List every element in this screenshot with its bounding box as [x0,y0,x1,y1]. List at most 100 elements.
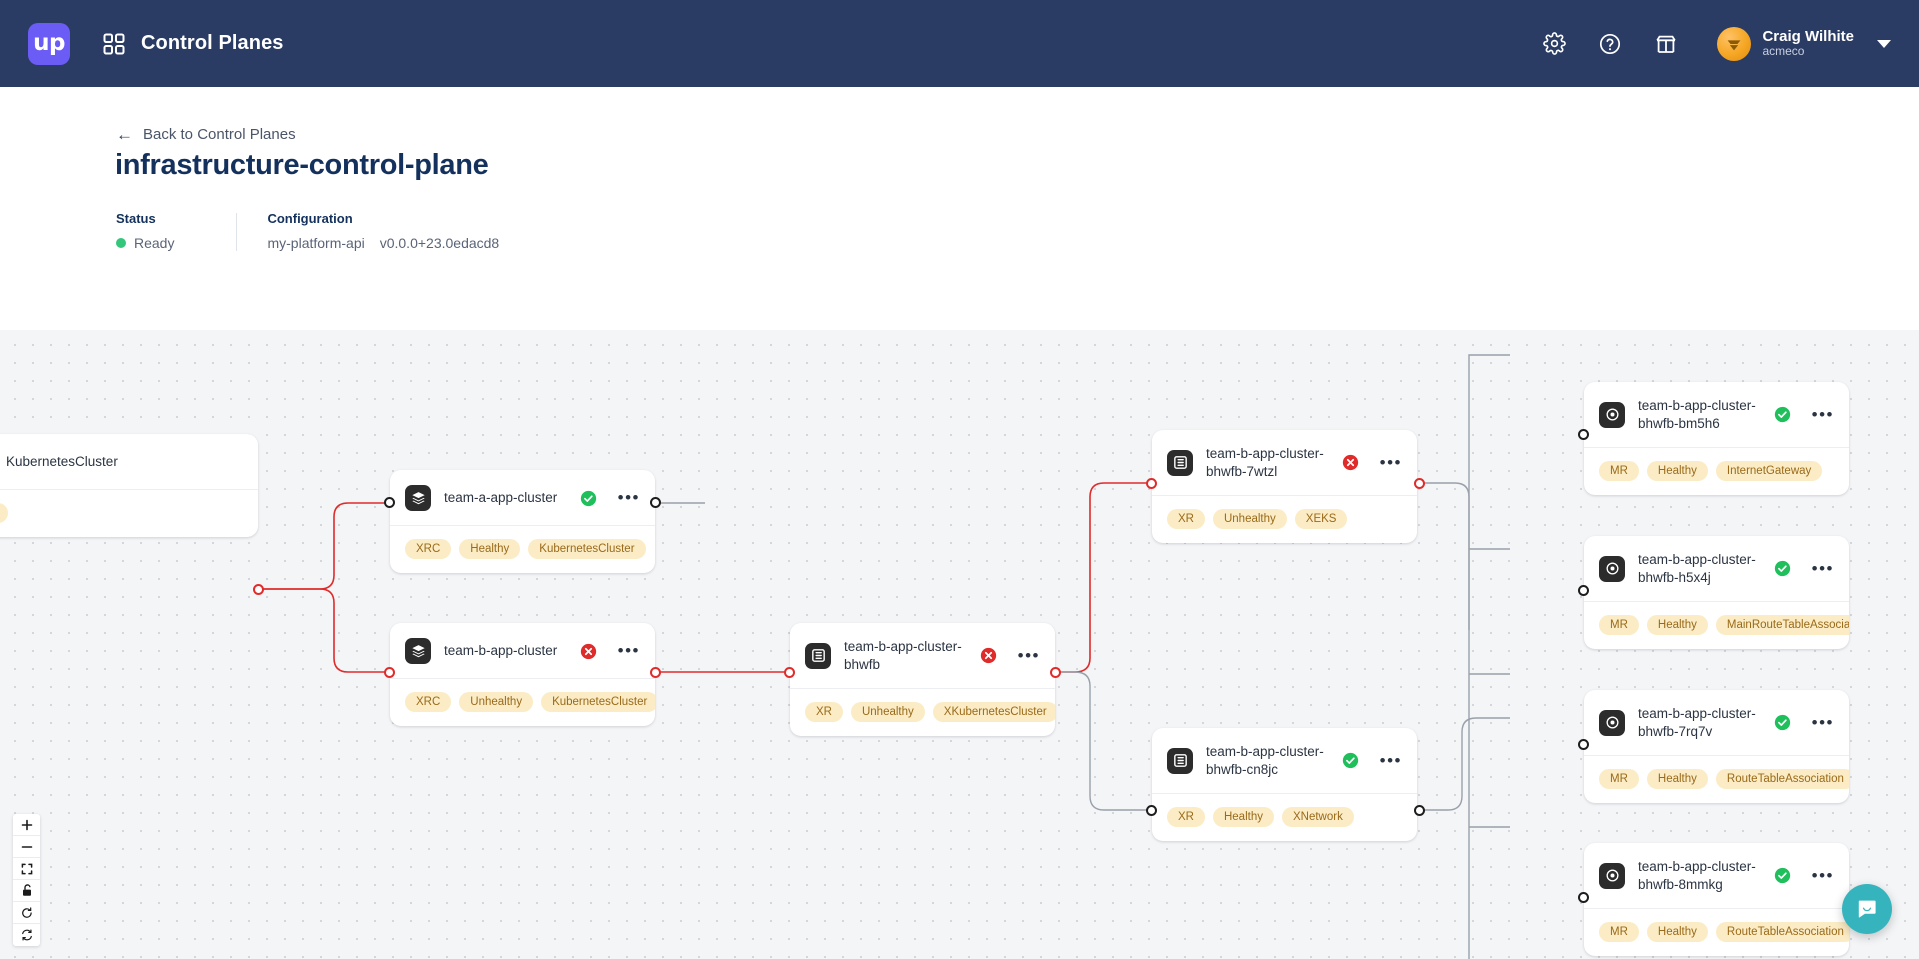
page-header: ← Back to Control Planes infrastructure-… [0,87,1919,402]
tag-type: XNetwork [1281,806,1354,827]
logo-text: up [33,30,65,56]
node-port-7rq7v-left[interactable] [1578,739,1589,750]
node-port-team-a-left[interactable] [384,497,395,508]
configuration-block: Configuration my-platform-api v0.0.0+23.… [267,211,499,251]
tag-kind: MR [1599,460,1639,481]
arrow-left-icon: ← [116,125,133,144]
fit-view-button[interactable] [13,858,40,880]
status-unhealthy-icon [1342,454,1359,471]
graph-node-team-b-app-cluster-bhwfb-h5x4j[interactable]: team-b-app-cluster-bhwfb-h5x4j ••• MR He… [1584,536,1849,649]
user-menu[interactable]: Craig Wilhite acmeco [1717,26,1891,61]
marketplace-icon[interactable] [1653,31,1679,57]
graph-node-team-a-app-cluster[interactable]: team-a-app-cluster ••• XRC Healthy Kuber… [390,470,655,573]
back-link-label: Back to Control Planes [143,126,296,143]
chat-support-button[interactable] [1842,884,1892,934]
node-port-7wtzl-right[interactable] [1414,478,1425,489]
tag-health: Healthy [459,539,521,559]
status-healthy-icon [1774,714,1791,731]
node-header: team-b-app-cluster-bhwfb-7rq7v ••• [1584,690,1849,756]
tag-type: RouteTableAssociation [1715,921,1849,942]
node-more-menu-button[interactable]: ••• [1811,558,1834,578]
upbound-logo[interactable]: up [28,22,70,65]
reset-button[interactable] [13,902,40,924]
node-more-menu-button[interactable]: ••• [1811,865,1834,885]
tag-kind: XR [1167,508,1205,529]
node-title: KubernetesCluster [6,454,118,470]
configuration-name[interactable]: my-platform-api [267,235,365,251]
node-more-menu-button[interactable]: ••• [617,640,640,660]
graph-node-team-b-app-cluster-bhwfb[interactable]: team-b-app-cluster-bhwfb ••• XR Unhealth… [790,623,1055,736]
status-healthy-icon [1774,867,1791,884]
tag-type: XKubernetesCluster [932,701,1055,722]
nav-control-planes[interactable]: Control Planes [103,32,284,55]
tag-health: Unhealthy [459,692,534,712]
node-more-menu-button[interactable]: ••• [1811,712,1834,732]
graph-node-team-b-app-cluster-bhwfb-bm5h6[interactable]: team-b-app-cluster-bhwfb-bm5h6 ••• MR He… [1584,382,1849,495]
node-more-menu-button[interactable]: ••• [1017,645,1040,665]
zoom-out-button[interactable] [13,836,40,858]
graph-node-team-b-app-cluster-bhwfb-cn8jc[interactable]: team-b-app-cluster-bhwfb-cn8jc ••• XR He… [1152,728,1417,841]
node-port-cn8jc-left[interactable] [1146,805,1157,816]
configuration-label: Configuration [267,211,353,226]
node-tags: MR Healthy RouteTableAssociation [1584,909,1849,956]
top-navigation-bar: up Control Planes [0,0,1919,87]
node-port-bm5h6-left[interactable] [1578,429,1589,440]
managed-resource-icon [1599,862,1625,889]
grid-icon [103,33,125,55]
node-port-bhwfb-left[interactable] [784,667,795,678]
tag-type: InternetGateway [1715,460,1823,481]
graph-node-team-b-app-cluster-bhwfb-7rq7v[interactable]: team-b-app-cluster-bhwfb-7rq7v ••• MR He… [1584,690,1849,803]
graph-node-team-b-app-cluster-bhwfb-7wtzl[interactable]: team-b-app-cluster-bhwfb-7wtzl ••• XR Un… [1152,430,1417,543]
help-question-icon[interactable] [1597,31,1623,57]
status-value: Ready [134,235,175,251]
graph-node-kubernetescluster[interactable]: K KubernetesCluster API [0,434,258,537]
node-port-team-b-left[interactable] [384,667,395,678]
node-port-7wtzl-left[interactable] [1146,478,1157,489]
node-port-cn8jc-right[interactable] [1414,805,1425,816]
graph-node-team-b-app-cluster-bhwfb-8mmkg[interactable]: team-b-app-cluster-bhwfb-8mmkg ••• MR He… [1584,843,1849,956]
composite-icon [1167,449,1193,476]
managed-resource-icon [1599,709,1625,736]
node-port-8mmkg-left[interactable] [1578,892,1589,903]
lock-button[interactable] [13,880,40,902]
node-more-menu-button[interactable]: ••• [617,487,640,507]
node-header: team-b-app-cluster ••• [390,623,655,679]
meta-divider [236,213,238,251]
node-port-team-b-right[interactable] [650,667,661,678]
node-more-menu-button[interactable]: ••• [1379,750,1402,770]
node-port-team-a-right[interactable] [650,497,661,508]
node-port-kubernetescluster-right[interactable] [253,584,264,595]
node-port-h5x4j-left[interactable] [1578,585,1589,596]
node-tags: XRC Healthy KubernetesCluster [390,526,655,573]
managed-resource-icon [1599,401,1625,428]
zoom-in-button[interactable] [13,814,40,836]
sync-button[interactable] [13,924,40,946]
tag-health: Healthy [1212,806,1274,827]
node-tags: XR Unhealthy XKubernetesCluster [790,689,1055,736]
layers-icon [405,638,431,664]
resource-graph-canvas[interactable]: K KubernetesCluster API team-a-app-clust… [0,330,1919,959]
tag-type: XEKS [1294,508,1348,529]
status-healthy-icon [1774,560,1791,577]
tag-type: RouteTableAssociation [1715,768,1849,789]
node-title: team-a-app-cluster [444,490,558,506]
settings-gear-icon[interactable] [1541,31,1567,57]
status-unhealthy-icon [980,647,997,664]
tag-health: Healthy [1646,768,1708,789]
tag-kind: XR [1167,806,1205,827]
node-more-menu-button[interactable]: ••• [1379,452,1402,472]
status-healthy-icon [580,490,597,507]
back-to-control-planes-link[interactable]: ← Back to Control Planes [116,126,296,143]
graph-node-team-b-app-cluster[interactable]: team-b-app-cluster ••• XRC Unhealthy Kub… [390,623,655,726]
user-org: acmeco [1762,44,1805,59]
tag-type: KubernetesCluster [528,539,646,559]
chevron-down-icon[interactable] [1877,39,1891,48]
node-title: team-b-app-cluster-bhwfb-7wtzl [1206,446,1324,479]
node-port-bhwfb-right[interactable] [1050,667,1061,678]
status-dot-icon [116,238,126,248]
tag-type: KubernetesCluster [541,692,655,712]
status-badge: Ready [116,235,174,251]
page-title: infrastructure-control-plane [115,149,489,181]
node-more-menu-button[interactable]: ••• [1811,404,1834,424]
node-title: team-b-app-cluster-bhwfb-cn8jc [1206,744,1324,777]
